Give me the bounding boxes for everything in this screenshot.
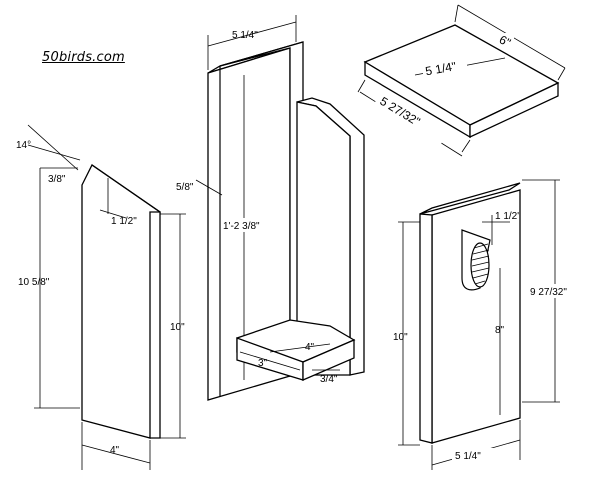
side-panel-face (81, 164, 161, 439)
floor-width-label: 3" (258, 358, 268, 369)
side-panel: 14° 3/8" 10 5/8" 10" 1 1/2" 4" (16, 124, 186, 470)
side-width-label: 4" (110, 445, 120, 456)
back-height-label: 1'-2 3/8" (223, 221, 260, 232)
floor-depth-label: 4" (305, 342, 315, 353)
roof-inner-label: 5 1/4" (424, 59, 457, 78)
front-panel-side (419, 213, 433, 444)
front-panel-face (431, 189, 521, 444)
side-angle-label: 14° (16, 140, 31, 151)
front-hole-offset-label: 1 1/2" (495, 211, 521, 222)
floor-width-line (239, 351, 301, 371)
back-thickness-label: 5/8" (176, 182, 194, 193)
side-width-line (81, 444, 151, 464)
roof-side (469, 81, 559, 139)
site-watermark: 50birds.com (42, 50, 125, 65)
front-panel: 1 1/2" 10" 8" 9 27/32" 5 1/4" (393, 179, 582, 470)
front-total-height-label: 9 27/32" (530, 287, 567, 298)
back-width-line (207, 21, 297, 47)
roof: 6" 5 1/4" 5 27/32" (357, 4, 566, 157)
back-width-label: 5 1/4" (232, 30, 258, 41)
side-back-height-label: 10 5/8" (18, 277, 50, 288)
front-panel-top (419, 182, 521, 215)
floor-thickness-label: 3/4" (320, 374, 338, 385)
side-panel-edge (149, 211, 161, 439)
floor-depth-line (269, 343, 331, 353)
floor: 3" 4" 3/4" (236, 319, 356, 385)
front-side-height-label: 10" (393, 332, 408, 343)
front-hole-height-label: 8" (495, 325, 505, 336)
entrance-hole-rim (470, 242, 490, 288)
entrance-hole (461, 229, 491, 291)
side-front-height-label: 10" (170, 322, 185, 333)
angle-leader (27, 124, 79, 171)
side-roof-notch-label: 1 1/2" (111, 216, 137, 227)
side-top-offset-label: 3/8" (48, 174, 66, 185)
front-width-label: 5 1/4" (455, 451, 481, 462)
side-wall (296, 97, 365, 376)
